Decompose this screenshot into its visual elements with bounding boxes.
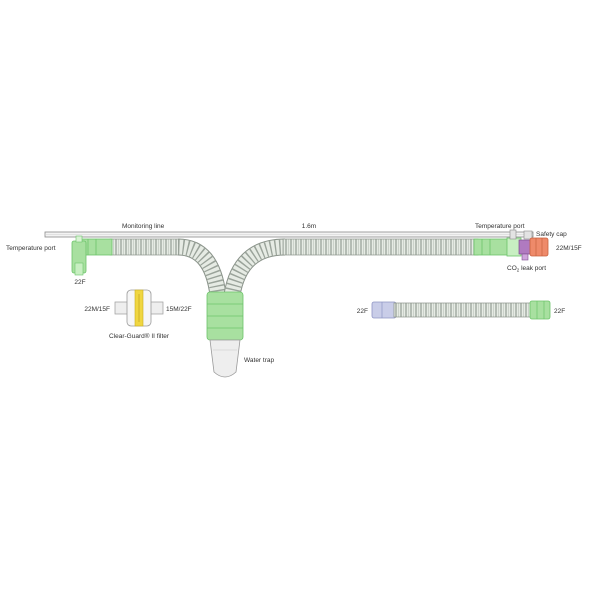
left-corrugated-tube (109, 238, 181, 256)
label-filter-name: Clear-Guard® II filter (109, 332, 170, 340)
left-elbow-connector (71, 235, 113, 276)
label-safety-cap: Safety cap (536, 231, 567, 238)
label-22f-limb-left: 22F (357, 308, 368, 315)
label-temperature-port-right: Temperature port (475, 223, 525, 230)
y-piece (206, 291, 244, 341)
label-temperature-port-left: Temperature port (6, 245, 56, 252)
right-curved-tube (223, 238, 286, 297)
label-water-trap: Water trap (244, 357, 274, 364)
monitoring-line (44, 231, 534, 238)
label-length: 1.6m (302, 223, 316, 230)
label-co2-leak-port: CO2 leak port (507, 265, 546, 273)
label-22f-elbow: 22F (74, 279, 85, 286)
label-monitoring-line: Monitoring line (122, 223, 165, 230)
separate-limb (371, 300, 551, 320)
left-curved-tube (177, 238, 227, 297)
label-filter-15m22f: 15M/22F (166, 306, 192, 313)
orange-end-connector (529, 237, 549, 257)
label-filter-22m15f: 22M/15F (84, 306, 110, 313)
right-green-connector (473, 229, 522, 257)
filter (114, 289, 164, 327)
right-corrugated-tube (282, 238, 479, 256)
label-22f-limb-right: 22F (554, 308, 565, 315)
label-22m15f-right: 22M/15F (556, 245, 582, 252)
safety-cap (523, 230, 533, 240)
water-trap (209, 339, 241, 378)
co2-leak-port (518, 239, 532, 261)
